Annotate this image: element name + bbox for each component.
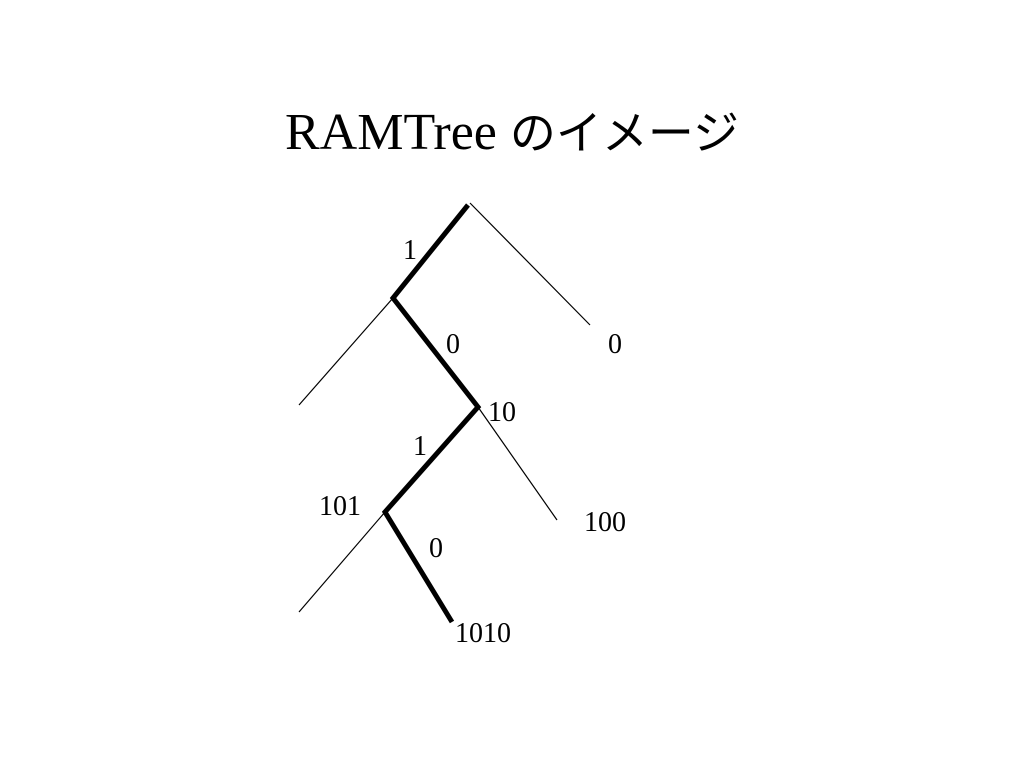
branch-level1-left <box>298 297 394 406</box>
branch-level3-left <box>298 511 386 613</box>
edge-label: 1 <box>413 431 427 462</box>
edge-label: 0 <box>608 329 622 360</box>
branch-level2-right <box>477 406 558 521</box>
node-label: 101 <box>319 491 361 522</box>
node-label: 1010 <box>455 618 511 649</box>
node-label: 10 <box>488 397 516 428</box>
edge-label: 0 <box>446 329 460 360</box>
edge-label: 0 <box>429 533 443 564</box>
node-label: 100 <box>584 507 626 538</box>
slide-title: RAMTree のイメージ <box>0 98 1024 168</box>
title-japanese: のイメージ <box>509 106 739 160</box>
highlighted-path <box>381 203 482 624</box>
edge-label: 1 <box>403 235 417 266</box>
branch-root-right <box>469 202 591 326</box>
title-latin: RAMTree <box>285 104 497 161</box>
